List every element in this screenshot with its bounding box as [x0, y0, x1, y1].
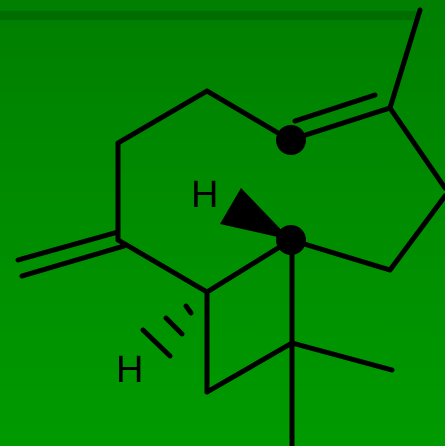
stereo-dot-lower — [276, 225, 306, 255]
bond-ring-6 — [288, 237, 393, 273]
bond-exo-2 — [19, 243, 127, 279]
h-label-lower: H — [116, 349, 143, 391]
bond-ring-8 — [204, 237, 294, 295]
hash-segment-1 — [183, 303, 194, 316]
bond-ring-1 — [115, 88, 210, 146]
bond-ring-5 — [387, 193, 445, 273]
hash-bond — [140, 303, 194, 359]
bond-methyl-right — [289, 340, 395, 373]
bond-ring-3-double — [292, 92, 378, 124]
stereo-dot-upper — [276, 125, 306, 155]
hash-segment-2 — [163, 315, 185, 337]
bond-ring-3 — [287, 105, 393, 143]
bond-ring-2 — [204, 88, 293, 143]
hash-segment-3 — [140, 327, 173, 359]
h-label-upper: H — [191, 174, 218, 216]
wedge-bond — [220, 188, 291, 240]
bond-exo-1 — [15, 229, 121, 263]
top-band — [0, 11, 420, 20]
bond-ring-7 — [115, 237, 210, 295]
bond-ring-4 — [387, 105, 445, 191]
bond-cb-2 — [204, 340, 295, 395]
bond-methyl-top — [387, 7, 423, 111]
